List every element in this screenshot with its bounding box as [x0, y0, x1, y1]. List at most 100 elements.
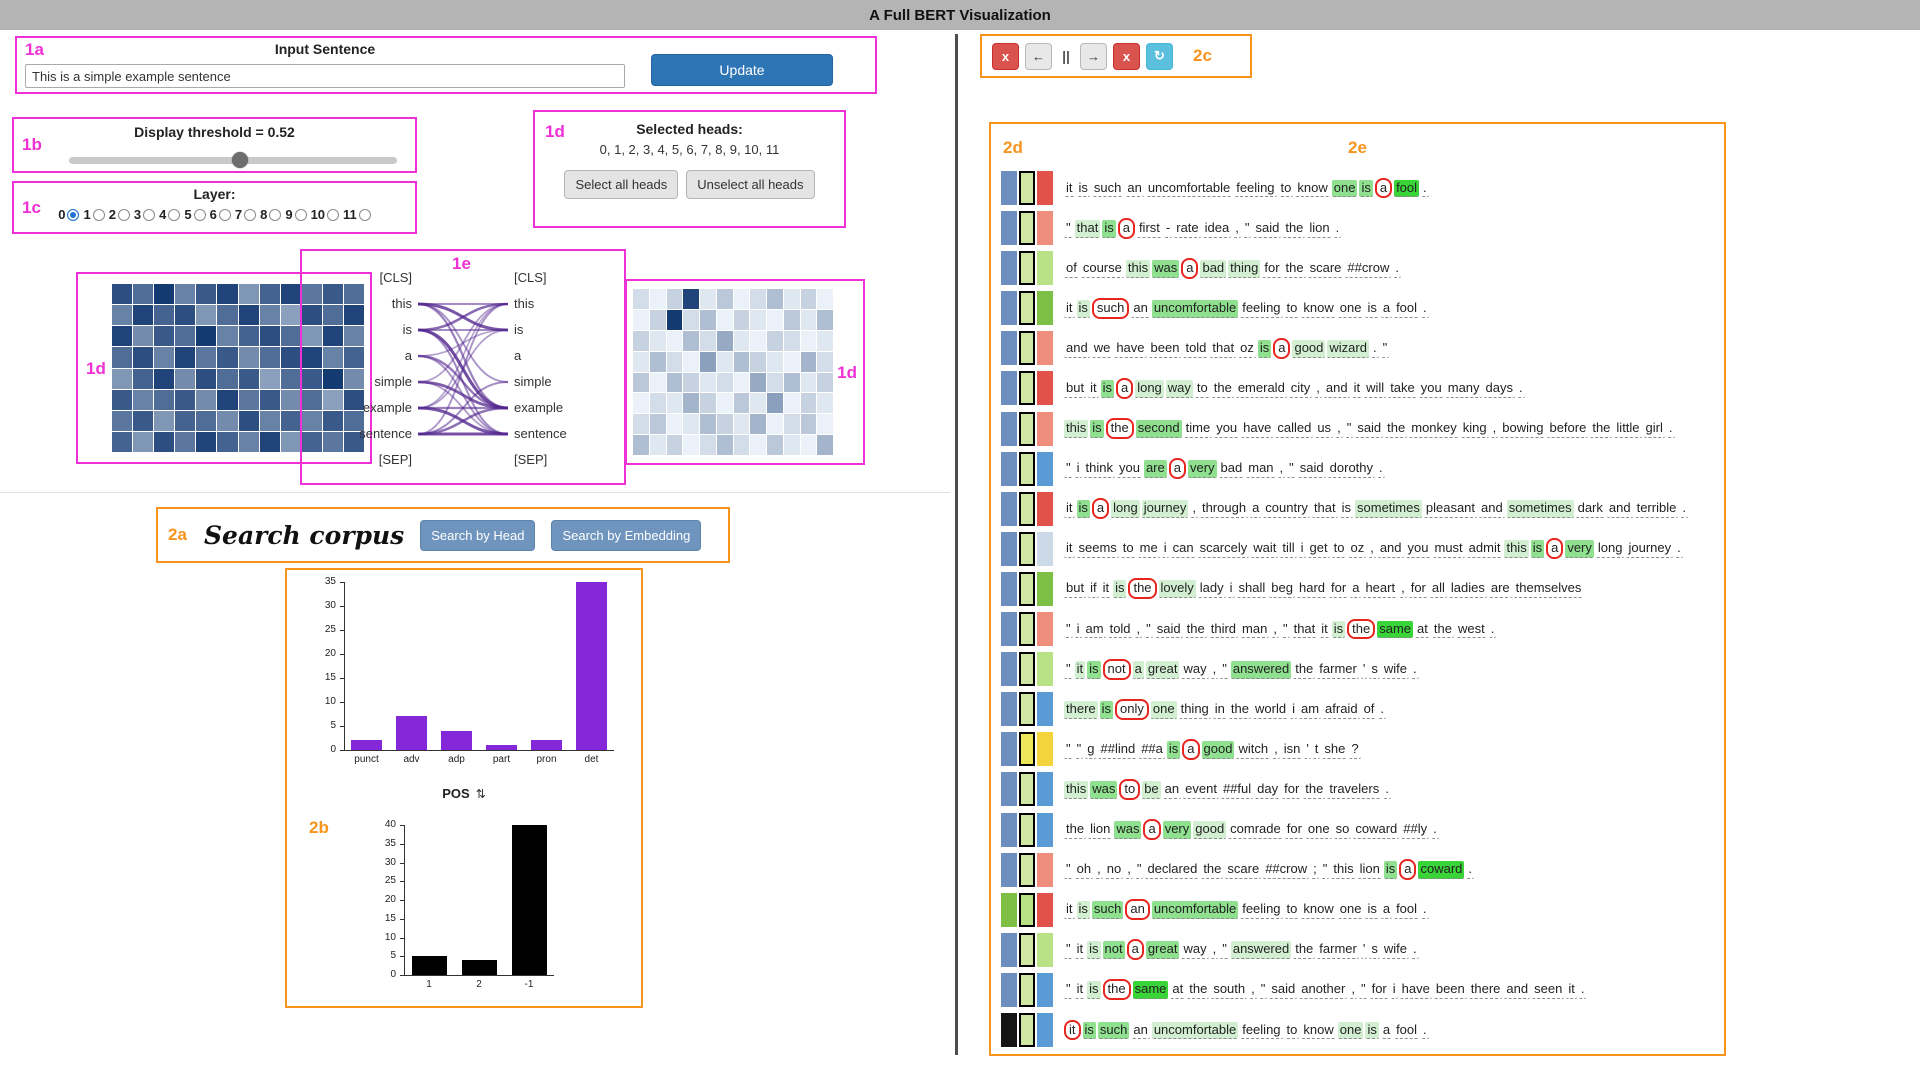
heatmap-cell[interactable]: [175, 305, 196, 326]
heatmap-cell[interactable]: [800, 372, 817, 393]
heatmap-cell[interactable]: [767, 351, 783, 372]
token[interactable]: been: [1433, 981, 1467, 1000]
heatmap-cell[interactable]: [133, 368, 154, 389]
token[interactable]: time: [1183, 420, 1213, 438]
token[interactable]: one: [1337, 901, 1364, 920]
strip-cell[interactable]: [1001, 892, 1017, 927]
token[interactable]: .: [1393, 260, 1401, 278]
strip-cell[interactable]: [1001, 692, 1017, 727]
heatmap-cell[interactable]: [700, 372, 716, 393]
attention-token-left[interactable]: is: [403, 322, 413, 337]
token[interactable]: ": [1064, 981, 1073, 1000]
strip-cell[interactable]: [1019, 612, 1035, 647]
token[interactable]: same: [1377, 620, 1414, 639]
heatmap-cell[interactable]: [322, 326, 343, 347]
strip-cell[interactable]: [1019, 812, 1035, 847]
heatmap-cell[interactable]: [683, 414, 699, 435]
heatmap-cell[interactable]: [666, 309, 683, 330]
heatmap-cell[interactable]: [196, 431, 217, 452]
token[interactable]: to: [1120, 540, 1136, 559]
heatmap-cell[interactable]: [783, 351, 800, 372]
heatmap-cell[interactable]: [683, 372, 699, 393]
token[interactable]: journey: [1141, 500, 1189, 519]
heatmap-cell[interactable]: [343, 410, 364, 431]
token[interactable]: uncomfortable: [1151, 299, 1239, 318]
token[interactable]: told: [1183, 340, 1209, 358]
token[interactable]: ": [1344, 420, 1354, 438]
strip-cell[interactable]: [1037, 732, 1053, 767]
strip-cell[interactable]: [1019, 531, 1035, 566]
unselect-all-heads-button[interactable]: Unselect all heads: [686, 170, 815, 199]
heatmap-cell[interactable]: [817, 393, 833, 414]
layer-option-4[interactable]: 4: [159, 207, 181, 222]
token[interactable]: ": [1134, 861, 1144, 880]
token[interactable]: am: [1083, 621, 1106, 639]
token[interactable]: of: [1361, 701, 1377, 719]
token[interactable]: i: [1298, 540, 1306, 559]
token[interactable]: if: [1088, 580, 1099, 599]
token[interactable]: an: [1125, 899, 1150, 921]
strip-cell[interactable]: [1019, 652, 1035, 687]
heatmap-cell[interactable]: [750, 393, 766, 414]
token[interactable]: pleasant: [1423, 500, 1478, 519]
token[interactable]: take: [1388, 380, 1417, 398]
token[interactable]: way: [1181, 661, 1209, 679]
token[interactable]: is: [1339, 500, 1354, 519]
token[interactable]: journey: [1626, 540, 1674, 559]
token[interactable]: is: [1257, 339, 1272, 358]
token[interactable]: one: [1331, 179, 1358, 198]
token[interactable]: said: [1355, 420, 1384, 438]
token[interactable]: before: [1547, 420, 1589, 438]
strip-cell[interactable]: [1037, 892, 1053, 927]
heatmap-cell[interactable]: [716, 289, 733, 309]
strip-cell[interactable]: [1001, 812, 1017, 847]
strip-cell[interactable]: [1001, 291, 1017, 326]
heatmap-cell[interactable]: [238, 410, 259, 431]
token[interactable]: .: [1675, 540, 1683, 559]
token[interactable]: and: [1504, 981, 1531, 1000]
token[interactable]: .: [1466, 861, 1475, 880]
token[interactable]: ": [1144, 621, 1153, 639]
token[interactable]: ##ly: [1401, 821, 1430, 839]
token[interactable]: ?: [1349, 741, 1361, 759]
heatmap-cell[interactable]: [750, 414, 766, 435]
heatmap-cell[interactable]: [683, 435, 699, 455]
heatmap-cell[interactable]: [259, 326, 280, 347]
token[interactable]: think: [1083, 460, 1115, 479]
token[interactable]: fool: [1394, 901, 1420, 920]
strip-cell[interactable]: [1001, 852, 1017, 887]
heatmap-cell[interactable]: [683, 289, 699, 309]
strip-cell[interactable]: [1037, 932, 1053, 967]
layer-radio[interactable]: [92, 208, 105, 221]
heatmap-cell[interactable]: [280, 305, 301, 326]
token[interactable]: me: [1137, 540, 1160, 559]
heatmap-cell[interactable]: [280, 347, 301, 368]
token[interactable]: the: [1347, 618, 1376, 640]
token[interactable]: such: [1097, 1021, 1130, 1040]
heatmap-cell[interactable]: [343, 305, 364, 326]
token[interactable]: wait: [1251, 540, 1279, 559]
token[interactable]: long: [1135, 380, 1164, 398]
token[interactable]: and: [1323, 380, 1350, 398]
token[interactable]: ': [1360, 661, 1368, 679]
token[interactable]: i: [1074, 621, 1082, 639]
token[interactable]: it: [1074, 941, 1086, 960]
heatmap-cell[interactable]: [733, 330, 750, 351]
heatmap-cell[interactable]: [301, 305, 322, 326]
heatmap-cell[interactable]: [154, 389, 175, 410]
heatmap-cell[interactable]: [700, 289, 716, 309]
token[interactable]: ladies: [1448, 580, 1487, 599]
token[interactable]: sometimes: [1355, 500, 1422, 519]
heatmap-cell[interactable]: [633, 435, 649, 455]
token[interactable]: second: [1135, 420, 1182, 438]
token[interactable]: dorothy: [1327, 460, 1376, 479]
token[interactable]: feeling: [1240, 1022, 1283, 1040]
token[interactable]: must: [1432, 540, 1465, 559]
heatmap-cell[interactable]: [259, 347, 280, 368]
token[interactable]: lovely: [1158, 580, 1196, 599]
token[interactable]: is: [1331, 620, 1346, 639]
attention-token-left[interactable]: this: [392, 296, 413, 311]
strip-cell[interactable]: [1001, 571, 1017, 606]
sentence-input[interactable]: [25, 64, 625, 88]
token[interactable]: was: [1114, 821, 1142, 839]
